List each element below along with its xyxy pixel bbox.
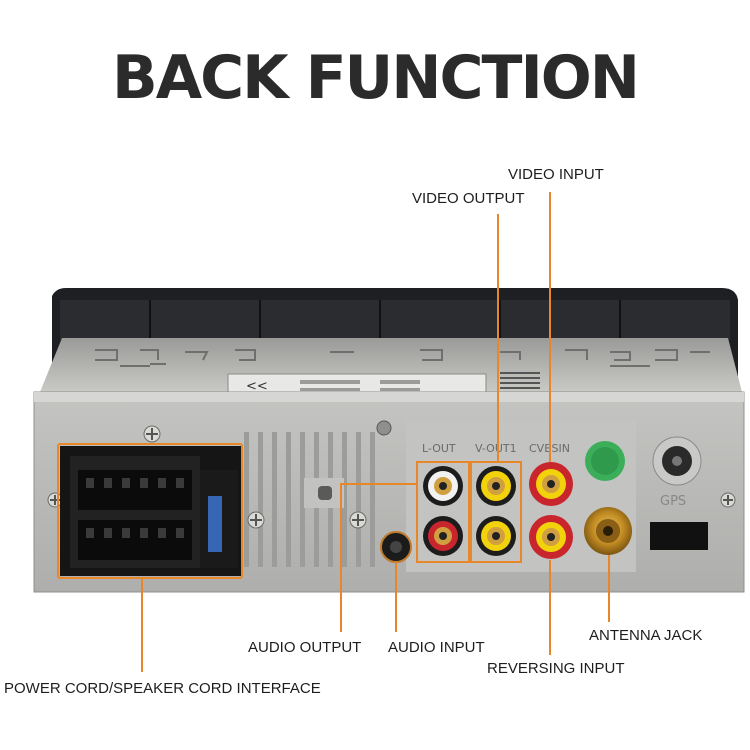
label-power-cord-interface: POWER CORD/SPEAKER CORD INTERFACE (4, 680, 321, 697)
top-cover: << (40, 338, 742, 397)
port-slot (650, 522, 708, 550)
callout-lines (57, 192, 610, 672)
rca-jack-video-in (529, 462, 573, 506)
svg-text:<<: << (246, 379, 268, 394)
antenna-jack (584, 507, 632, 555)
gps-port: GPS (652, 436, 702, 509)
green-cap (585, 441, 625, 481)
rca-jack-video-out-2 (476, 516, 516, 556)
rca-jack-audio-right (423, 516, 463, 556)
rca-jack-audio-left (423, 466, 463, 506)
rca-jack-reversing-in (529, 515, 573, 559)
iso-power-connector (60, 446, 242, 576)
label-video-output: VIDEO OUTPUT (412, 190, 525, 207)
label-audio-output: AUDIO OUTPUT (248, 639, 362, 656)
label-antenna-jack: ANTENNA JACK (589, 627, 703, 644)
label-l-out: L-OUT (422, 442, 456, 455)
label-gps: GPS (660, 494, 686, 509)
label-video-input: VIDEO INPUT (508, 166, 604, 183)
fuse (208, 496, 222, 552)
page-title: BACK FUNCTION (111, 43, 640, 113)
label-audio-input: AUDIO INPUT (388, 639, 485, 656)
rca-jack-video-out-1 (476, 466, 516, 506)
audio-input-jack (380, 531, 412, 563)
label-reversing-input: REVERSING INPUT (487, 660, 625, 677)
label-v-out: V-OUT1 (475, 442, 517, 455)
